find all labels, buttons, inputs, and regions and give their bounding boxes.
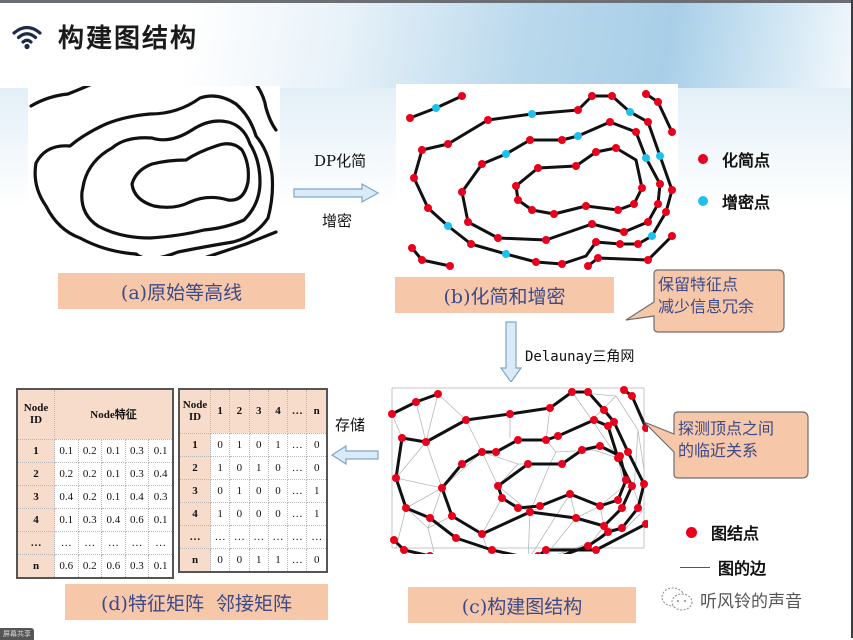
caption-d-text: (d)特征矩阵 邻接矩阵 bbox=[100, 592, 293, 615]
watermark: 听风铃的声音 bbox=[660, 586, 802, 612]
right-arrow-icon bbox=[293, 182, 380, 204]
caption-c: (c)构建图结构 bbox=[408, 587, 636, 623]
store-label: 存储 bbox=[335, 416, 366, 434]
table-row: … ……………… bbox=[178, 524, 328, 549]
left-arrow-icon bbox=[330, 444, 379, 466]
legend-label: 增密点 bbox=[722, 193, 771, 212]
red-dot-icon bbox=[686, 526, 697, 538]
adjacency-header-id: Node ID bbox=[178, 388, 211, 434]
legend-label: 图结点 bbox=[711, 524, 760, 543]
caption-b-text: (b)化简和增密 bbox=[443, 285, 566, 308]
window-top-border bbox=[0, 0, 853, 3]
simplified-densified-image bbox=[396, 84, 678, 270]
wechat-icon bbox=[661, 587, 693, 611]
callout-c-text: 探测顶点之间 的临近关系 bbox=[678, 418, 774, 462]
header: 构建图结构 bbox=[12, 18, 198, 55]
original-contours-image bbox=[28, 86, 280, 256]
callout-b-bubble bbox=[625, 269, 785, 333]
delaunay-label: Delaunay三角网 bbox=[525, 349, 635, 365]
feature-header-id: Node ID bbox=[16, 388, 55, 440]
table-row: … …………… bbox=[16, 530, 174, 555]
legend-graph-edge: 图的边 bbox=[680, 555, 766, 579]
watermark-text: 听风铃的声音 bbox=[700, 591, 802, 612]
callout-b-text: 保留特征点 减少信息冗余 bbox=[658, 274, 754, 318]
caption-b: (b)化简和增密 bbox=[395, 277, 614, 313]
legend-label: 图的边 bbox=[718, 559, 767, 578]
callout-c-bubble bbox=[643, 411, 809, 479]
caption-a-text: (a)原始等高线 bbox=[120, 281, 243, 304]
legend-densified-point: 增密点 bbox=[698, 189, 770, 213]
caption-d: (d)特征矩阵 邻接矩阵 bbox=[65, 584, 328, 620]
feature-header-feat: Node特征 bbox=[54, 388, 174, 440]
down-arrow-icon bbox=[499, 321, 523, 384]
line-icon bbox=[680, 566, 710, 568]
callout-b-line2: 减少信息冗余 bbox=[658, 297, 755, 316]
callout-c-line2: 的临近关系 bbox=[678, 441, 759, 460]
graph-structure-image bbox=[386, 382, 648, 554]
callout-b-line1: 保留特征点 bbox=[658, 275, 739, 294]
screen-share-tag[interactable]: 屏幕共享 bbox=[0, 628, 34, 640]
red-dot-icon bbox=[698, 154, 708, 164]
caption-a: (a)原始等高线 bbox=[58, 273, 305, 309]
page-title: 构建图结构 bbox=[58, 24, 199, 54]
cyan-dot-icon bbox=[698, 196, 708, 206]
densify-label: 增密 bbox=[322, 212, 353, 230]
legend-simplified-point: 化简点 bbox=[698, 147, 770, 171]
caption-c-text: (c)构建图结构 bbox=[461, 595, 583, 618]
legend-graph-node: 图结点 bbox=[686, 520, 759, 544]
callout-c-line1: 探测顶点之间 bbox=[678, 419, 775, 438]
legend-label: 化简点 bbox=[722, 151, 771, 170]
window-right-border bbox=[851, 0, 853, 638]
dp-simplify-label: DP化简 bbox=[314, 152, 367, 170]
wifi-icon bbox=[12, 25, 42, 49]
sky-background bbox=[0, 3, 851, 88]
